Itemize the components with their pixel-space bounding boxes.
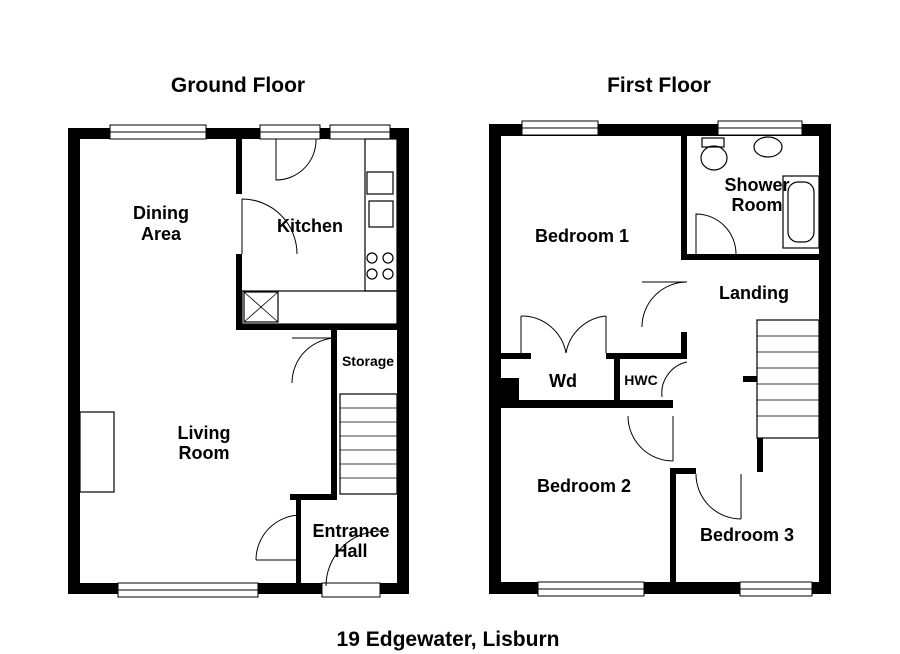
ground-floor-title: Ground Floor <box>171 74 305 97</box>
front-door-opening <box>321 582 381 598</box>
shower-room-label: Shower <box>724 175 789 195</box>
bedroom-3-label: Bedroom 3 <box>700 525 794 545</box>
entrance-hall-label: Entrance <box>312 521 389 541</box>
shower-room-label: Room <box>732 195 783 215</box>
first-floor-title: First Floor <box>607 74 711 97</box>
kitchen-label: Kitchen <box>277 216 343 236</box>
entrance-hall-label: Hall <box>334 541 367 561</box>
ground-floor-plan: Dining Area Kitchen Storage Living Room … <box>68 124 409 598</box>
hwc-label: HWC <box>624 372 657 388</box>
landing-label: Landing <box>719 283 789 303</box>
address-title: 19 Edgewater, Lisburn <box>337 628 560 651</box>
bedroom-2-label: Bedroom 2 <box>537 476 631 496</box>
first-floor-plan: Bedroom 1 Shower Room Landing Wd HWC Bed… <box>489 120 831 597</box>
dining-area-label: Dining <box>133 203 189 223</box>
dining-area-label: Area <box>141 224 182 244</box>
bedroom-1-label: Bedroom 1 <box>535 226 629 246</box>
wardrobe-label: Wd <box>549 371 577 391</box>
living-room-label: Living <box>178 423 231 443</box>
living-room-label: Room <box>179 443 230 463</box>
storage-label: Storage <box>342 353 394 369</box>
